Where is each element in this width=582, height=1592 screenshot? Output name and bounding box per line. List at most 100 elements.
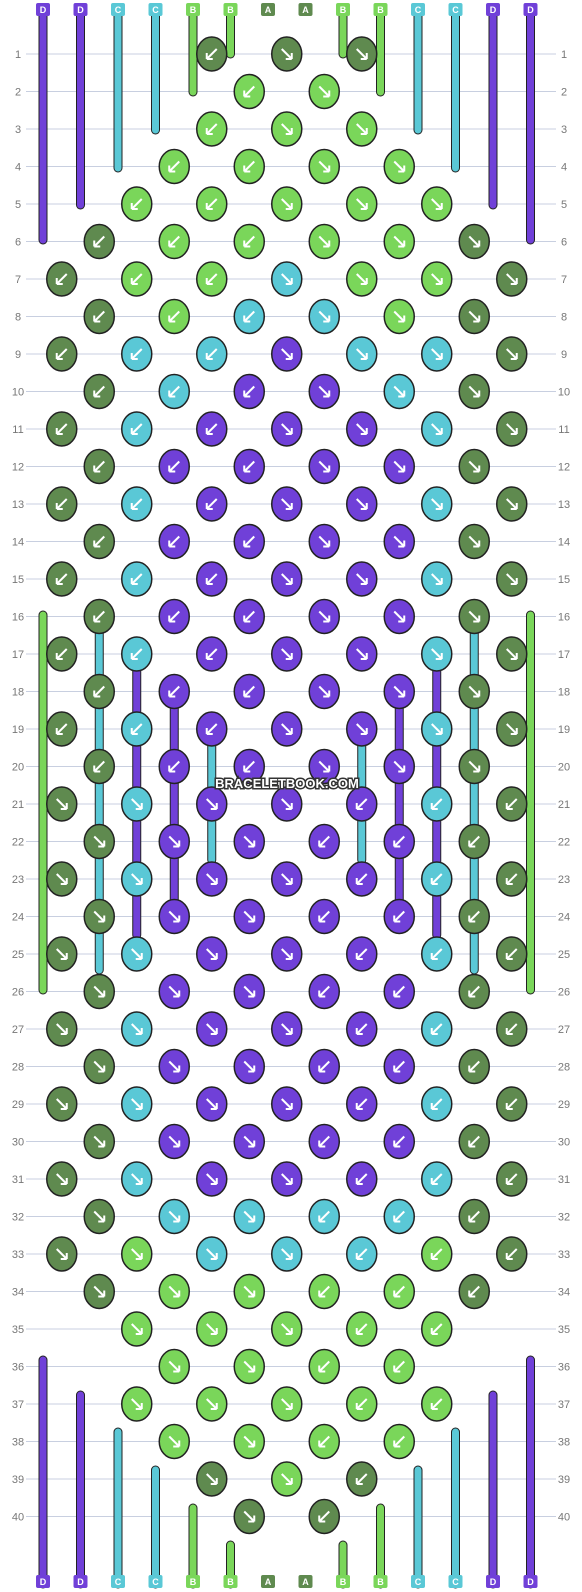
arrow-forward-icon <box>206 948 218 960</box>
knot <box>158 223 190 260</box>
arrow-forward-icon <box>468 610 481 623</box>
arrow-forward-icon <box>93 835 106 848</box>
arrow-forward-icon <box>281 798 293 810</box>
knot <box>308 373 340 410</box>
arrow-backward-icon <box>393 985 405 998</box>
knot <box>121 1386 153 1422</box>
arrow-forward-icon <box>281 873 293 885</box>
row-number: 24 <box>12 912 24 924</box>
strand-label: D <box>40 5 47 15</box>
strand-label: A <box>302 5 309 15</box>
row-number: 19 <box>558 724 570 736</box>
arrow-forward-icon <box>393 460 406 473</box>
strand-label-box <box>111 3 125 16</box>
knot <box>421 711 453 747</box>
knot <box>233 973 265 1010</box>
arrow-forward-icon <box>168 985 181 998</box>
arrow-forward-icon <box>281 198 293 210</box>
knot <box>196 786 228 822</box>
knot <box>458 448 490 485</box>
knot <box>271 561 303 597</box>
arrow-forward-icon <box>168 910 181 923</box>
row-number: 1 <box>15 49 21 61</box>
arrow-forward-icon <box>131 798 143 810</box>
strand-label: D <box>490 1577 497 1587</box>
knot <box>421 636 453 672</box>
arrow-backward-icon <box>168 460 180 473</box>
row-number: 3 <box>15 124 21 136</box>
knot <box>233 748 265 785</box>
knot <box>158 523 190 560</box>
knot <box>158 1423 190 1460</box>
row-number: 38 <box>558 1437 570 1449</box>
arrow-forward-icon <box>93 1060 106 1073</box>
row-number: 17 <box>12 649 24 661</box>
strand-label-box <box>373 1575 388 1588</box>
arrow-forward-icon <box>243 1285 256 1298</box>
row-number: 10 <box>12 387 24 399</box>
knot <box>496 486 528 522</box>
row-number: 22 <box>12 837 24 849</box>
arrow-forward-icon <box>393 535 406 548</box>
strand-label: D <box>77 5 84 15</box>
arrow-backward-icon <box>130 273 143 285</box>
arrow-backward-icon <box>468 985 480 998</box>
arrow-backward-icon <box>243 610 255 623</box>
knot <box>121 336 153 372</box>
row-number: 19 <box>12 724 24 736</box>
arrow-forward-icon <box>281 1473 293 1485</box>
row-number: 10 <box>558 387 570 399</box>
knot <box>346 1161 378 1197</box>
arrow-backward-icon <box>430 1173 443 1185</box>
watermark-text: BRACELETBOOK.COM <box>215 776 359 791</box>
arrow-forward-icon <box>431 573 443 585</box>
arrow-forward-icon <box>281 573 293 585</box>
knot <box>83 373 115 410</box>
row-number: 36 <box>558 1362 570 1374</box>
knot <box>233 148 265 185</box>
row-number: 30 <box>558 1137 570 1149</box>
arrow-forward-icon <box>168 1135 181 1148</box>
arrow-backward-icon <box>93 535 105 548</box>
row-number: 31 <box>12 1174 24 1186</box>
arrow-backward-icon <box>168 310 180 323</box>
row-number: 28 <box>12 1062 24 1074</box>
row-number: 4 <box>15 162 21 174</box>
knot <box>383 1048 415 1085</box>
knot <box>496 786 528 822</box>
arrow-forward-icon <box>131 1098 143 1110</box>
knot <box>346 1086 378 1122</box>
arrow-forward-icon <box>356 498 368 510</box>
knot <box>271 1461 303 1497</box>
knot <box>308 298 340 335</box>
knot <box>308 523 340 560</box>
arrow-forward-icon <box>281 1023 293 1035</box>
strand-label-box <box>373 3 388 16</box>
knot <box>121 186 153 222</box>
knot <box>121 711 153 747</box>
knot <box>346 1236 378 1272</box>
arrow-forward-icon <box>56 1173 68 1185</box>
arrow-forward-icon <box>93 1285 106 1298</box>
knot <box>271 936 303 972</box>
row-number: 1 <box>561 49 567 61</box>
knot <box>496 936 528 972</box>
knot <box>346 861 378 897</box>
knot <box>383 223 415 260</box>
arrow-forward-icon <box>281 498 293 510</box>
arrow-backward-icon <box>130 648 143 660</box>
arrow-forward-icon <box>318 460 331 473</box>
knot <box>421 261 453 297</box>
arrow-forward-icon <box>318 160 331 173</box>
knot <box>383 523 415 560</box>
knot <box>346 36 378 72</box>
arrow-forward-icon <box>506 573 518 585</box>
arrow-forward-icon <box>168 1435 181 1448</box>
arrow-backward-icon <box>505 1023 518 1035</box>
row-number: 24 <box>558 912 570 924</box>
row-number: 27 <box>558 1024 570 1036</box>
knot <box>158 973 190 1010</box>
arrow-backward-icon <box>130 498 143 510</box>
knot <box>458 373 490 410</box>
strand-label: C <box>152 5 159 15</box>
